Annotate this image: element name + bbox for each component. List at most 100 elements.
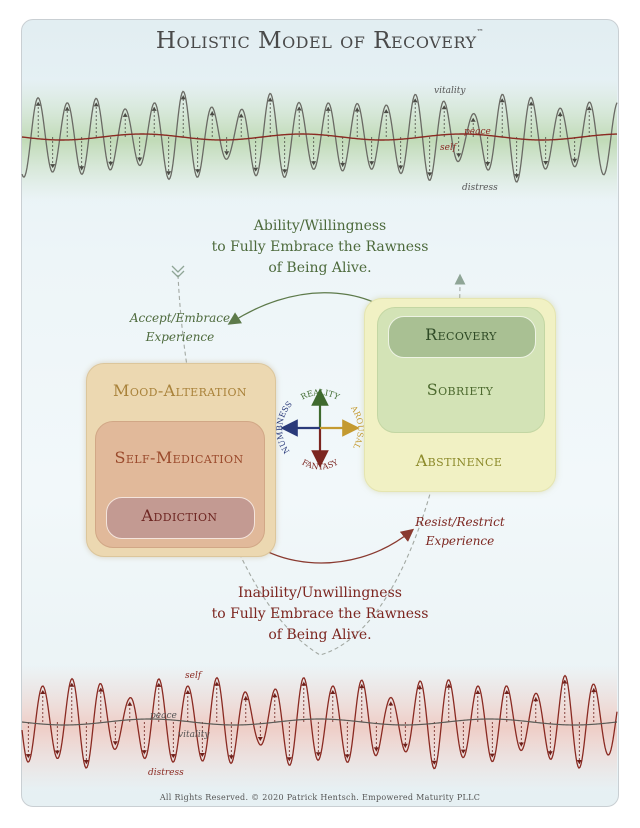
top-wave-self-line bbox=[21, 133, 618, 141]
bottom-peace-label: peace bbox=[150, 711, 177, 721]
addiction-label: Addiction bbox=[141, 506, 218, 525]
wave-arrow-head bbox=[330, 690, 336, 694]
title-text: Holistic Model of Recovery bbox=[155, 28, 477, 54]
wave-arrow-head bbox=[296, 106, 302, 111]
wave-arrow-head bbox=[315, 752, 321, 757]
wave-arrow-head bbox=[282, 169, 288, 174]
wave-arrow-head bbox=[238, 113, 244, 118]
wave-arrow-head bbox=[427, 172, 433, 177]
abstinence-label: Abstinence bbox=[415, 451, 503, 470]
wave-arrow-head bbox=[185, 690, 191, 694]
wave-arrow-head bbox=[301, 681, 307, 686]
wave-arrow-head bbox=[267, 97, 273, 102]
wave-arrow-head bbox=[25, 754, 31, 759]
wave-arrow-head bbox=[441, 105, 447, 110]
resist-line-2: Experience bbox=[425, 534, 495, 548]
top-peace-label: peace bbox=[464, 127, 491, 137]
top-wave bbox=[21, 80, 618, 200]
inability-line-1: Inability/Unwillingness bbox=[238, 585, 402, 601]
addiction-box bbox=[106, 497, 255, 539]
wave-arrow-head bbox=[137, 157, 143, 162]
compass-south-label: FANTASY bbox=[300, 457, 340, 471]
wave-arrow-head bbox=[504, 690, 510, 694]
sobriety-label: Sobriety bbox=[426, 380, 494, 399]
wave-arrow-head bbox=[224, 151, 230, 156]
wave-arrow-head bbox=[243, 696, 249, 701]
wave-arrow-head bbox=[253, 167, 259, 172]
wave-arrow-head bbox=[112, 741, 118, 746]
resist-label: Resist/Restrict Experience bbox=[405, 513, 515, 551]
wave-arrow-head bbox=[170, 754, 176, 759]
wave-arrow-head bbox=[311, 161, 317, 166]
wave-arrow-head bbox=[93, 102, 99, 107]
compass-north-text: REALITY bbox=[299, 388, 341, 402]
chevron-icon bbox=[171, 265, 185, 278]
wave-arrow-head bbox=[40, 690, 46, 694]
wave-arrow-head bbox=[489, 753, 495, 758]
wave-arrow-head bbox=[518, 742, 524, 747]
wave-arrow-head bbox=[199, 753, 205, 757]
wave-arrow-head bbox=[456, 153, 462, 158]
wave-arrow-head bbox=[373, 747, 379, 752]
wave-arrow-head bbox=[547, 751, 553, 756]
bottom-distress-label: distress bbox=[148, 768, 184, 778]
inability-text: Inability/Unwillingness to Fully Embrace… bbox=[170, 583, 470, 646]
wave-arrow-head bbox=[54, 750, 60, 755]
inability-line-3: of Being Alive. bbox=[268, 627, 372, 643]
page-title: Holistic Model of Recovery™ bbox=[0, 28, 640, 54]
wave-arrow-head bbox=[354, 107, 360, 112]
wave-arrow-head bbox=[122, 112, 128, 117]
wave-arrow-head bbox=[485, 162, 491, 166]
wave-arrow-head bbox=[50, 164, 56, 169]
wave-arrow-head bbox=[64, 106, 70, 111]
wave-arrow-head bbox=[591, 688, 597, 693]
wave-arrow-head bbox=[586, 106, 592, 111]
wave-arrow-head bbox=[402, 743, 408, 748]
inability-line-2: to Fully Embrace the Rawness bbox=[211, 606, 429, 622]
compass-east-label: AROUSAL bbox=[349, 403, 365, 451]
wave-arrow-head bbox=[286, 757, 292, 762]
top-distress-label: distress bbox=[462, 183, 498, 193]
wave-arrow-head bbox=[228, 755, 234, 760]
bottom-self-label: self bbox=[185, 671, 202, 681]
mood-alteration-label: Mood-Alteration bbox=[113, 381, 247, 400]
ability-line-1: Ability/Willingness bbox=[253, 218, 387, 234]
ability-line-3: of Being Alive. bbox=[268, 260, 372, 276]
wave-arrow-head bbox=[180, 95, 186, 100]
wave-arrow-head bbox=[127, 701, 133, 706]
wave-arrow-head bbox=[108, 161, 114, 166]
bottom-wave-peace-line bbox=[21, 718, 618, 726]
resist-line-1: Resist/Restrict bbox=[415, 515, 505, 529]
wave-arrow-head bbox=[141, 750, 147, 755]
wave-arrow-head bbox=[257, 737, 263, 741]
top-vitality-label: vitality bbox=[434, 86, 466, 96]
wave-arrow-head bbox=[446, 683, 452, 688]
top-wave-arrows bbox=[35, 95, 592, 179]
accept-label: Accept/Embrace Experience bbox=[120, 309, 240, 347]
wave-arrow-head bbox=[562, 679, 568, 684]
wave-arrow-head bbox=[151, 106, 157, 111]
compass-south-text: FANTASY bbox=[300, 457, 340, 471]
wave-arrow-head bbox=[557, 112, 563, 117]
wave-arrow-head bbox=[214, 681, 220, 686]
wave-arrow-head bbox=[98, 687, 104, 692]
compass-east-text: AROUSAL bbox=[349, 403, 365, 451]
wave-arrow-head bbox=[499, 98, 505, 103]
wave-arrow-head bbox=[533, 697, 539, 702]
wave-arrow-head bbox=[576, 760, 582, 764]
recovery-box bbox=[388, 316, 536, 358]
top-wave-amplitude-line bbox=[21, 90, 618, 183]
wave-arrow-head bbox=[514, 174, 520, 179]
self-medication-label: Self-Medication bbox=[114, 448, 244, 467]
wave-arrow-head bbox=[83, 760, 89, 764]
bottom-vitality-label: vitality bbox=[178, 730, 210, 740]
wave-arrow-head bbox=[325, 106, 331, 111]
wave-arrow-head bbox=[209, 111, 215, 116]
wave-arrow-head bbox=[383, 109, 389, 114]
wave-arrow-head bbox=[272, 693, 278, 698]
recovery-label: Recovery bbox=[425, 325, 497, 344]
bottom-wave-arrows bbox=[25, 679, 597, 765]
wave-arrow-head bbox=[340, 162, 346, 167]
compass-north-label: REALITY bbox=[299, 388, 341, 402]
wave-arrow-head bbox=[344, 754, 350, 759]
